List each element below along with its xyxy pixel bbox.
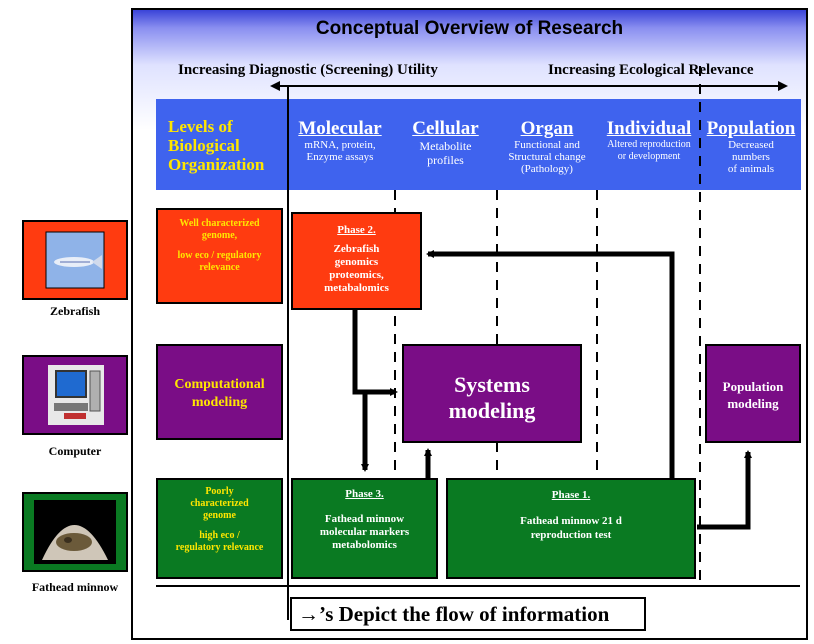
header-population-title: Population [706,118,796,139]
header-population-sub-2: numbers [732,151,770,163]
phase-3-line-1: Fathead minnow [324,513,405,525]
levels-line-2: Biological [168,136,240,155]
computer-label: Computer [48,444,102,458]
phase-3-line-2: molecular markers [319,526,410,538]
systems-modeling-box: Systems modeling [402,344,582,443]
population-line-2: modeling [727,396,779,411]
computational-line-1: Computational [174,377,265,392]
levels-line-1: Levels of [168,117,233,136]
fathead-photo-frame [22,492,128,572]
zebrafish-photo-icon [45,231,105,289]
phase-2-line-3: proteomics, [329,269,384,281]
phase-2-box: Phase 2. Zebrafish genomics proteomics, … [291,212,422,310]
header-cellular: Cellular Metabolite profiles [394,99,497,190]
header-population: Population Decreased numbers of animals [701,99,801,190]
ecological-relevance-label: Increasing Ecological Relevance [548,62,754,78]
fathead-desc-3: genome [203,510,236,521]
levels-line-3: Organization [168,155,265,174]
computational-modeling-box: Computational modeling [156,344,283,440]
phase-1-title: Phase 1. [551,489,591,501]
computer-photo-icon [48,365,104,425]
fathead-desc-spacer [158,522,281,530]
header-organ-title: Organ [520,118,574,139]
fathead-label: Fathead minnow [31,580,119,594]
header-organ-sub-2: Structural change [508,151,586,163]
header-organ: Organ Functional and Structural change (… [497,99,597,190]
header-molecular-sub-1: mRNA, protein, [304,139,376,151]
header-population-sub-3: of animals [727,163,775,175]
phase-3-title: Phase 3. [345,488,384,500]
phase-3-line-3: metabolomics [332,539,397,551]
fathead-desc-1: Poorly [205,486,234,497]
header-individual: Individual Altered reproduction or devel… [597,99,701,190]
zebrafish-desc-2: genome, [201,230,238,241]
zebrafish-label: Zebrafish [49,304,100,318]
fathead-desc-5: high eco / [199,530,240,541]
levels-header: Levels of Biological Organization [156,99,286,190]
population-modeling-box: Population modeling [705,344,801,443]
systems-line-2: modeling [448,398,536,423]
header-population-sub-1: Decreased [728,139,774,151]
flow-legend: →’s Depict the flow of information [290,597,646,631]
fathead-desc-6: regulatory relevance [175,542,264,553]
header-molecular-sub-2: Enzyme assays [306,151,374,163]
zebrafish-desc-1: Well characterized [179,218,260,229]
zebrafish-photo-frame [22,220,128,300]
zebrafish-description-box: Well characterized genome, low eco / reg… [156,208,283,304]
header-organ-sub-3: (Pathology) [521,163,573,175]
phase-1-box: Phase 1. Fathead minnow 21 d reproductio… [446,478,696,579]
fathead-minnow-photo-icon [34,500,116,564]
phase-3-box: Phase 3. Fathead minnow molecular marker… [291,478,438,579]
zebrafish-desc-spacer [158,242,281,250]
header-individual-title: Individual [606,118,692,139]
phase-1-line-1: Fathead minnow 21 d [520,515,622,527]
header-cellular-title: Cellular [412,118,479,139]
fathead-description-box: Poorly characterized genome high eco / r… [156,478,283,579]
zebrafish-desc-4: low eco / regulatory [177,250,262,261]
phase-2-line-1: Zebrafish [333,243,380,255]
computer-photo-frame [22,355,128,435]
fathead-desc-2: characterized [190,498,249,509]
phase-2-line-4: metabalomics [324,282,389,294]
phase-1-line-2: reproduction test [530,529,612,541]
phase-2-title: Phase 2. [337,224,376,236]
population-line-1: Population [722,379,784,394]
systems-line-1: Systems [454,372,530,397]
header-organ-sub-1: Functional and [514,139,580,151]
header-molecular-title: Molecular [298,118,382,139]
zebrafish-desc-5: relevance [199,262,240,273]
header-cellular-sub-2: profiles [427,153,464,167]
phase-2-line-2: genomics [334,256,379,268]
computational-line-2: modeling [191,395,248,410]
header-cellular-sub-1: Metabolite [419,139,472,153]
header-individual-sub-2: or development [617,151,681,162]
slide-title: Conceptual Overview of Research [315,18,624,39]
diagnostic-utility-label: Increasing Diagnostic (Screening) Utilit… [178,62,438,78]
header-molecular: Molecular mRNA, protein, Enzyme assays [286,99,394,190]
header-individual-sub-1: Altered reproduction [607,139,691,150]
